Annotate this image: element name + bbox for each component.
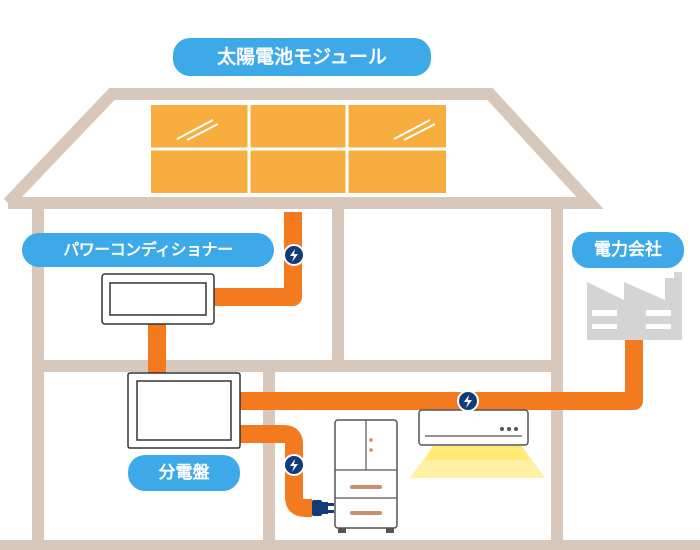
power-conditioner-label: パワーコンディショナー <box>22 233 274 267</box>
power-company-label: 電力会社 <box>572 232 684 268</box>
solar-panel-array <box>151 105 446 193</box>
refrigerator-icon <box>334 419 398 533</box>
lightning-bolt-icon <box>283 244 305 266</box>
solar-module-label: 太陽電池モジュール <box>173 38 431 76</box>
air-conditioner-icon <box>410 409 545 478</box>
lightning-bolt-icon <box>283 454 305 476</box>
line-panel-to-conditioner <box>208 212 302 306</box>
factory-icon <box>587 272 682 340</box>
power-conditioner-unit <box>101 273 215 325</box>
line-board-to-grid <box>235 330 643 410</box>
roof-outline <box>3 88 604 209</box>
distribution-board-label: 分電盤 <box>128 455 240 491</box>
plug-icon <box>312 500 334 516</box>
distribution-board-unit <box>127 372 241 449</box>
lightning-bolt-icon <box>457 390 479 412</box>
